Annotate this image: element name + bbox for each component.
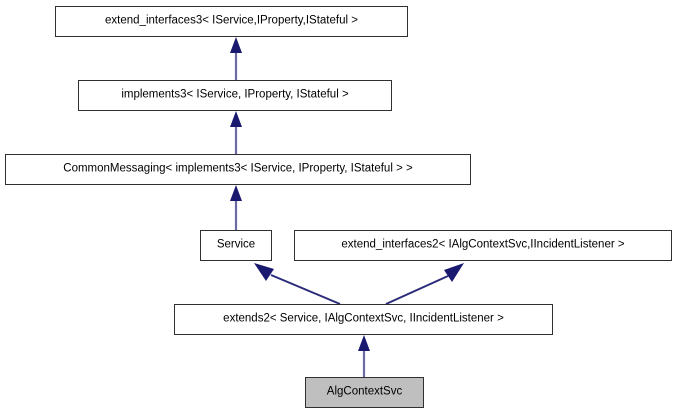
node-implements3[interactable]: implements3< IService, IProperty, IState… xyxy=(78,80,392,111)
node-extends2[interactable]: extends2< Service, IAlgContextSvc, IInci… xyxy=(174,304,553,335)
node-label: AlgContextSvc xyxy=(326,385,403,398)
node-alg-context-svc[interactable]: AlgContextSvc xyxy=(305,377,424,408)
edge-service-to-common-messaging xyxy=(230,185,242,230)
inheritance-arrowhead-icon xyxy=(230,111,242,127)
edge-common-messaging-to-implements3 xyxy=(230,111,242,154)
inheritance-arrowhead-icon xyxy=(230,37,242,53)
edge-extends2-to-extend-interfaces2 xyxy=(385,263,464,305)
node-service[interactable]: Service xyxy=(200,230,272,261)
edge-extends2-to-service xyxy=(254,263,341,305)
node-label: implements3< IService, IProperty, IState… xyxy=(121,88,349,101)
inheritance-arrowhead-icon xyxy=(230,185,242,201)
edge-implements3-to-extend-interfaces3 xyxy=(230,37,242,80)
node-label: extend_interfaces3< IService,IProperty,I… xyxy=(105,14,358,27)
node-common-messaging[interactable]: CommonMessaging< implements3< IService, … xyxy=(5,154,471,185)
node-label: CommonMessaging< implements3< IService, … xyxy=(63,162,413,175)
inheritance-arrowhead-icon xyxy=(358,335,370,351)
node-label: extends2< Service, IAlgContextSvc, IInci… xyxy=(223,312,504,325)
node-label: extend_interfaces2< IAlgContextSvc,IInci… xyxy=(341,238,625,251)
inheritance-arrowhead-icon xyxy=(254,263,274,281)
node-extend-interfaces3[interactable]: extend_interfaces3< IService,IProperty,I… xyxy=(55,6,408,37)
node-extend-interfaces2[interactable]: extend_interfaces2< IAlgContextSvc,IInci… xyxy=(294,230,672,261)
inheritance-arrowhead-icon xyxy=(444,263,464,282)
edge-alg-context-svc-to-extends2 xyxy=(358,335,370,377)
node-label: Service xyxy=(216,238,256,251)
